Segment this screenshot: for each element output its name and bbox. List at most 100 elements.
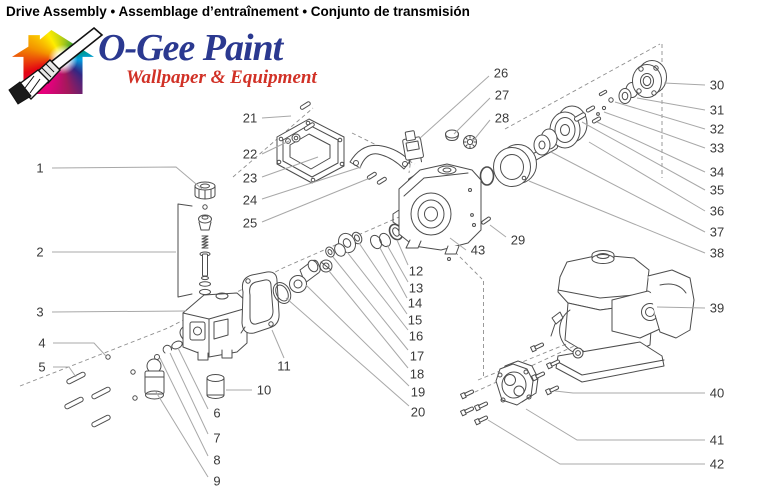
callout-labels: 1234567891011121314151617181920212223242… [36,66,724,489]
callout-21: 21 [243,111,257,126]
part-cone-pulley-16 [334,232,356,257]
callout-43: 43 [471,243,485,258]
leader-line-3 [51,310,187,313]
leader-line-33 [603,111,706,149]
callout-13: 13 [409,281,423,296]
part-gearbox-o-ring [479,166,495,186]
callout-7: 7 [213,431,220,446]
part-pins-and-balls [64,354,138,428]
callout-33: 33 [710,141,724,156]
callout-30: 30 [710,78,724,93]
leader-line-24 [261,166,362,200]
callout-27: 27 [495,88,509,103]
logo-name: O-Gee Paint [98,27,283,69]
part-o-ring-20 [272,282,292,304]
part-engine-flange-30 [632,60,667,98]
callout-1: 1 [36,161,43,176]
callout-11: 11 [277,359,291,374]
callout-39: 39 [710,301,724,316]
leader-line-4 [53,342,107,357]
leader-line-14 [379,247,408,299]
leader-line-22 [261,140,290,155]
callout-35: 35 [710,183,724,198]
leader-line-34 [596,121,706,173]
callout-38: 38 [710,246,724,261]
part-drive-hardware [573,89,614,124]
part-pressure-switch [402,130,424,165]
callout-9: 9 [213,474,220,489]
leader-line-41 [525,408,705,441]
parts-layer [64,60,695,428]
leader-line-18 [328,270,409,369]
leader-line-25 [261,177,371,223]
part-gearbox-housing [392,163,482,261]
leader-line-40 [554,390,705,394]
callout-16: 16 [409,329,423,344]
part-lever [349,144,411,170]
leader-line-8 [159,357,209,457]
callout-26: 26 [494,66,508,81]
part-snap-ring-13 [378,232,392,248]
part-pump-housing [179,292,248,361]
leader-line-35 [581,121,706,191]
callout-29: 29 [511,233,525,248]
leader-line-39 [656,306,706,309]
leader-line-29 [489,224,507,238]
part-snap-ring-14 [369,234,383,250]
callout-12: 12 [409,264,423,279]
callout-42: 42 [710,457,724,472]
callout-22: 22 [243,147,257,162]
leader-line-13 [386,244,409,283]
leader-line-5 [53,366,77,378]
centerlines [19,43,663,399]
callout-10: 10 [257,383,271,398]
leader-line-26 [418,75,490,140]
callout-18: 18 [410,367,424,382]
leader-line-36 [588,141,706,212]
leader-line-1 [51,166,203,190]
part-hub-37 [533,128,558,156]
leader-line-11 [271,329,285,359]
callout-3: 3 [36,305,43,320]
leader-line-23 [261,156,319,178]
leader-line-42 [487,419,705,465]
leader-line-31 [636,97,706,111]
part-washer-17 [325,246,335,258]
part-screw-29 [470,213,491,225]
logo-text: O-Gee Paint Wallpaper & Equipment [98,27,317,88]
part-mount-plate [495,360,539,406]
leader-line-30 [663,82,706,86]
leader-line-20 [285,297,410,407]
callout-24: 24 [243,193,257,208]
callout-6: 6 [213,406,220,421]
leader-line-7 [169,352,209,435]
callout-25: 25 [243,216,257,231]
callout-28: 28 [495,111,509,126]
leader-line-32 [614,101,706,130]
logo: O-Gee Paint Wallpaper & Equipment [8,26,317,105]
callout-15: 15 [408,313,422,328]
callout-8: 8 [213,453,220,468]
callout-20: 20 [411,405,425,420]
logo-tagline: Wallpaper & Equipment [126,66,317,88]
callout-31: 31 [710,103,724,118]
part-knob [463,135,477,149]
leader-line-43 [449,237,467,251]
callout-4: 4 [38,336,45,351]
callout-36: 36 [710,204,724,219]
part-bearing-ring-38 [493,144,537,187]
leader-line-21 [261,115,292,119]
item-2-bracket [177,203,193,298]
part-piston-19 [289,259,321,293]
leader-line-12 [396,239,409,266]
leader-line-9 [155,391,209,478]
leader-line-6 [177,347,209,410]
callout-23: 23 [243,171,257,186]
part-nut-18 [319,259,333,273]
leader-line-27 [453,97,491,135]
leader-line-28 [472,119,491,142]
callout-19: 19 [411,385,425,400]
part-engine [550,250,695,383]
